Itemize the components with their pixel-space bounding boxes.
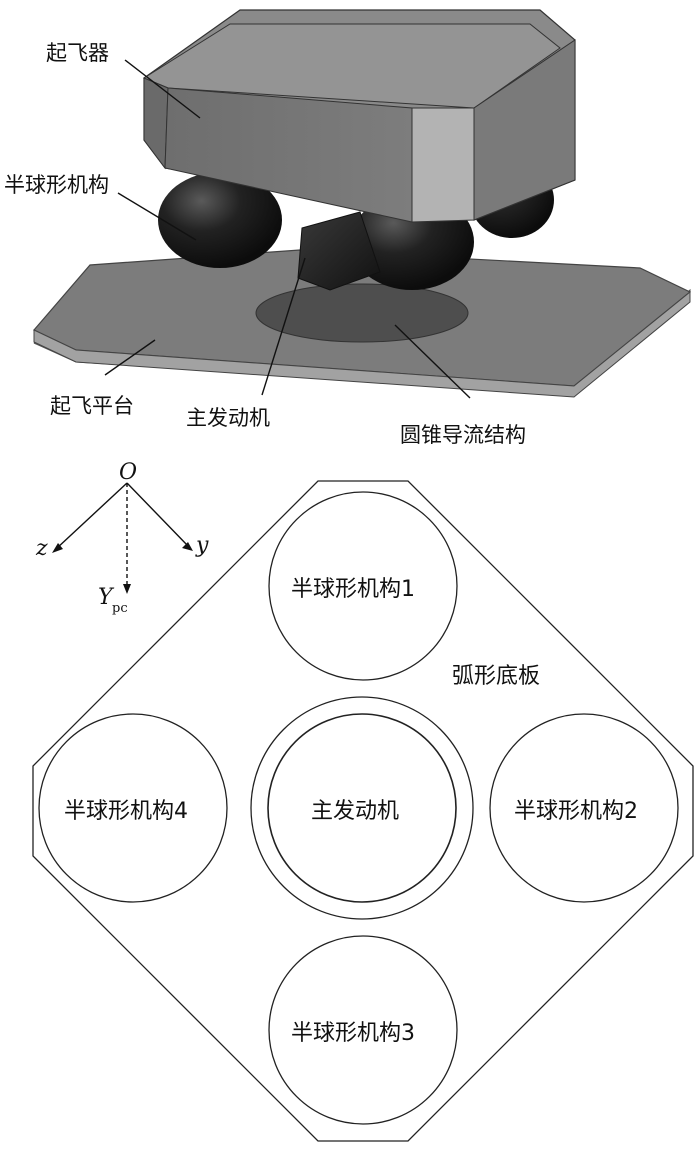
axis-Y-label: Y [98, 585, 115, 610]
cone-diversion-spot [255, 283, 469, 343]
hemisphere-1-circle [268, 491, 458, 681]
label-hemisphere-1: 半球形机构1 [291, 577, 415, 602]
bottom-plan-view: O z y Y pc 弧形底板 半球形机构1 半球形机构2 半球形机构3 半球形… [32, 460, 694, 1142]
hemisphere-3-circle [268, 935, 458, 1125]
label-main-engine-plan: 主发动机 [311, 799, 399, 824]
hemisphere-4-circle [38, 713, 228, 903]
coordinate-axes [52, 482, 193, 594]
arc-base-plate [32, 480, 694, 1142]
hemisphere-2-circle [489, 713, 679, 903]
leader-lines [104, 59, 471, 399]
label-aircraft: 起飞器 [46, 41, 109, 65]
axis-Y-subscript: pc [112, 601, 128, 616]
label-hemisphere-2: 半球形机构2 [514, 799, 638, 824]
axis-y-label: y [195, 533, 209, 558]
label-cone-diversion: 圆锥导流结构 [400, 423, 526, 447]
label-hemisphere: 半球形机构 [4, 173, 109, 197]
axis-z-label: z [35, 536, 48, 561]
label-hemisphere-3: 半球形机构3 [291, 1021, 415, 1046]
label-hemisphere-4: 半球形机构4 [64, 799, 188, 824]
aircraft-body [142, 9, 576, 223]
label-platform: 起飞平台 [50, 394, 134, 418]
main-engine-body [297, 211, 381, 291]
main-engine-outer-circle [250, 696, 474, 920]
top-3d-view: 起飞器 半球形机构 起飞平台 主发动机 圆锥导流结构 [4, 9, 692, 447]
axis-origin-label: O [119, 460, 137, 485]
main-engine-inner-circle [267, 713, 457, 903]
label-arc-plate: 弧形底板 [452, 664, 540, 689]
label-main-engine: 主发动机 [186, 406, 270, 430]
